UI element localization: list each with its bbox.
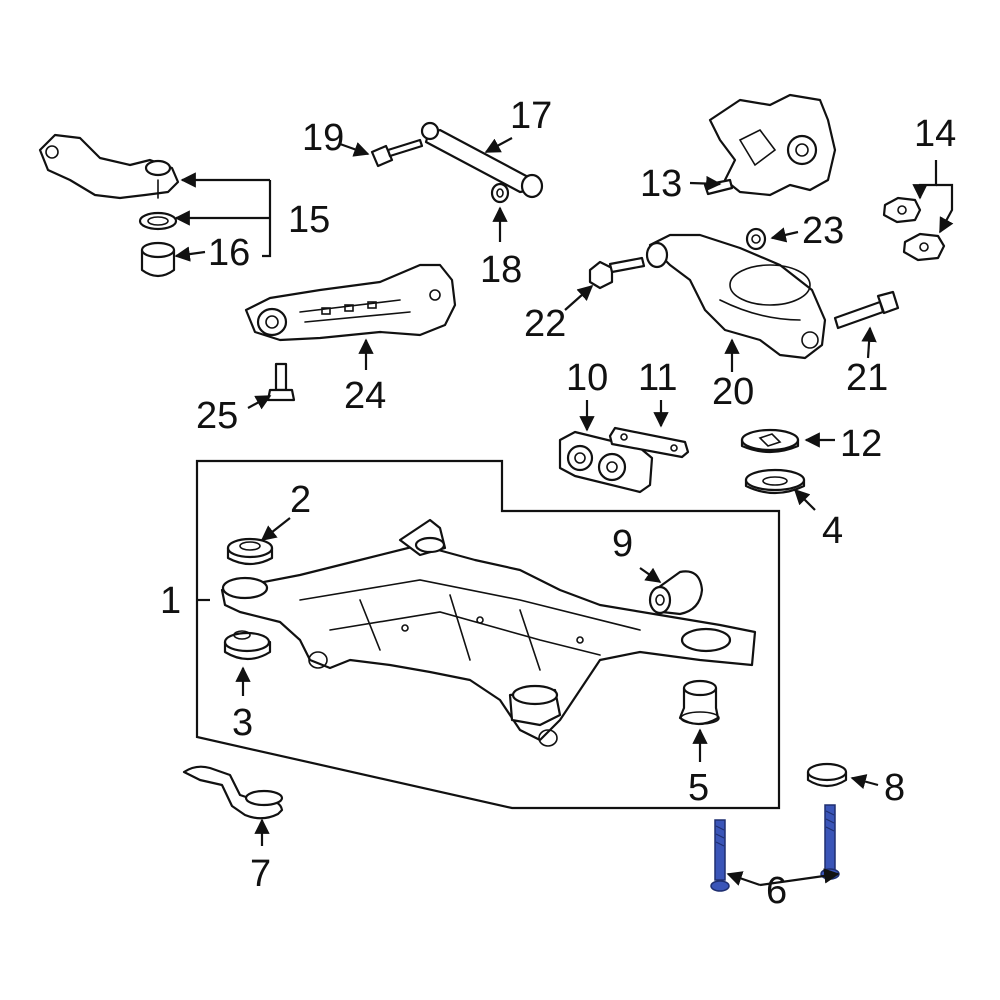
arm-bolt-left[interactable] bbox=[588, 256, 646, 290]
callout-numbers: 1 2 3 4 5 6 7 8 9 10 11 12 13 14 15 16 1… bbox=[160, 95, 956, 912]
ball-joint-bushing[interactable] bbox=[140, 241, 176, 278]
callout-17: 17 bbox=[510, 95, 552, 137]
callout-7: 7 bbox=[250, 853, 271, 895]
callout-8: 8 bbox=[884, 767, 905, 809]
callout-3: 3 bbox=[232, 702, 253, 744]
subframe[interactable] bbox=[220, 518, 757, 747]
lower-control-arm[interactable] bbox=[645, 233, 827, 360]
callout-1: 1 bbox=[160, 580, 181, 622]
lateral-link[interactable] bbox=[420, 121, 544, 199]
link-plate[interactable] bbox=[608, 426, 690, 459]
o-ring[interactable] bbox=[138, 211, 178, 231]
clip-upper[interactable] bbox=[882, 196, 922, 224]
callout-5: 5 bbox=[688, 767, 709, 809]
callout-18: 18 bbox=[480, 249, 522, 291]
callout-25: 25 bbox=[196, 395, 238, 437]
subframe-bolt-right[interactable] bbox=[820, 804, 840, 880]
subframe-group-outline bbox=[195, 459, 781, 810]
callout-6: 6 bbox=[766, 870, 787, 912]
callout-14: 14 bbox=[914, 113, 956, 155]
upper-control-arm[interactable] bbox=[38, 133, 180, 200]
link-bolt[interactable] bbox=[370, 138, 424, 168]
trailing-arm-bolt[interactable] bbox=[266, 362, 296, 402]
callout-23: 23 bbox=[802, 210, 844, 252]
spring-seat[interactable] bbox=[744, 468, 806, 495]
callout-4: 4 bbox=[822, 510, 843, 552]
callout-24: 24 bbox=[344, 375, 386, 417]
callout-19: 19 bbox=[302, 117, 344, 159]
mounting-bracket[interactable] bbox=[182, 765, 284, 820]
spring-insulator[interactable] bbox=[740, 428, 800, 454]
upper-mount-bushing[interactable] bbox=[226, 537, 274, 566]
callout-2: 2 bbox=[290, 479, 311, 521]
link-washer[interactable] bbox=[490, 182, 510, 204]
mount-washer[interactable] bbox=[806, 762, 848, 788]
clip-lower[interactable] bbox=[902, 232, 946, 262]
callout-16: 16 bbox=[208, 232, 250, 274]
arm-bolt-right[interactable] bbox=[833, 290, 900, 330]
callout-15: 15 bbox=[288, 199, 330, 241]
callout-21: 21 bbox=[846, 357, 888, 399]
callout-10: 10 bbox=[566, 357, 608, 399]
trailing-arm[interactable] bbox=[244, 263, 457, 342]
leader-lines bbox=[174, 137, 954, 887]
callout-22: 22 bbox=[524, 303, 566, 345]
callout-13: 13 bbox=[640, 163, 682, 205]
subframe-bolt-left[interactable] bbox=[710, 819, 730, 892]
callout-11: 11 bbox=[638, 357, 677, 399]
callout-20: 20 bbox=[712, 371, 754, 413]
arm-washer[interactable] bbox=[745, 227, 767, 251]
steering-knuckle[interactable] bbox=[703, 93, 837, 197]
arm-bushing[interactable] bbox=[648, 570, 704, 616]
lower-mount-bushing[interactable] bbox=[223, 630, 272, 661]
rear-mount-bushing[interactable] bbox=[678, 679, 720, 726]
callout-12: 12 bbox=[840, 423, 882, 465]
callout-9: 9 bbox=[612, 523, 633, 565]
